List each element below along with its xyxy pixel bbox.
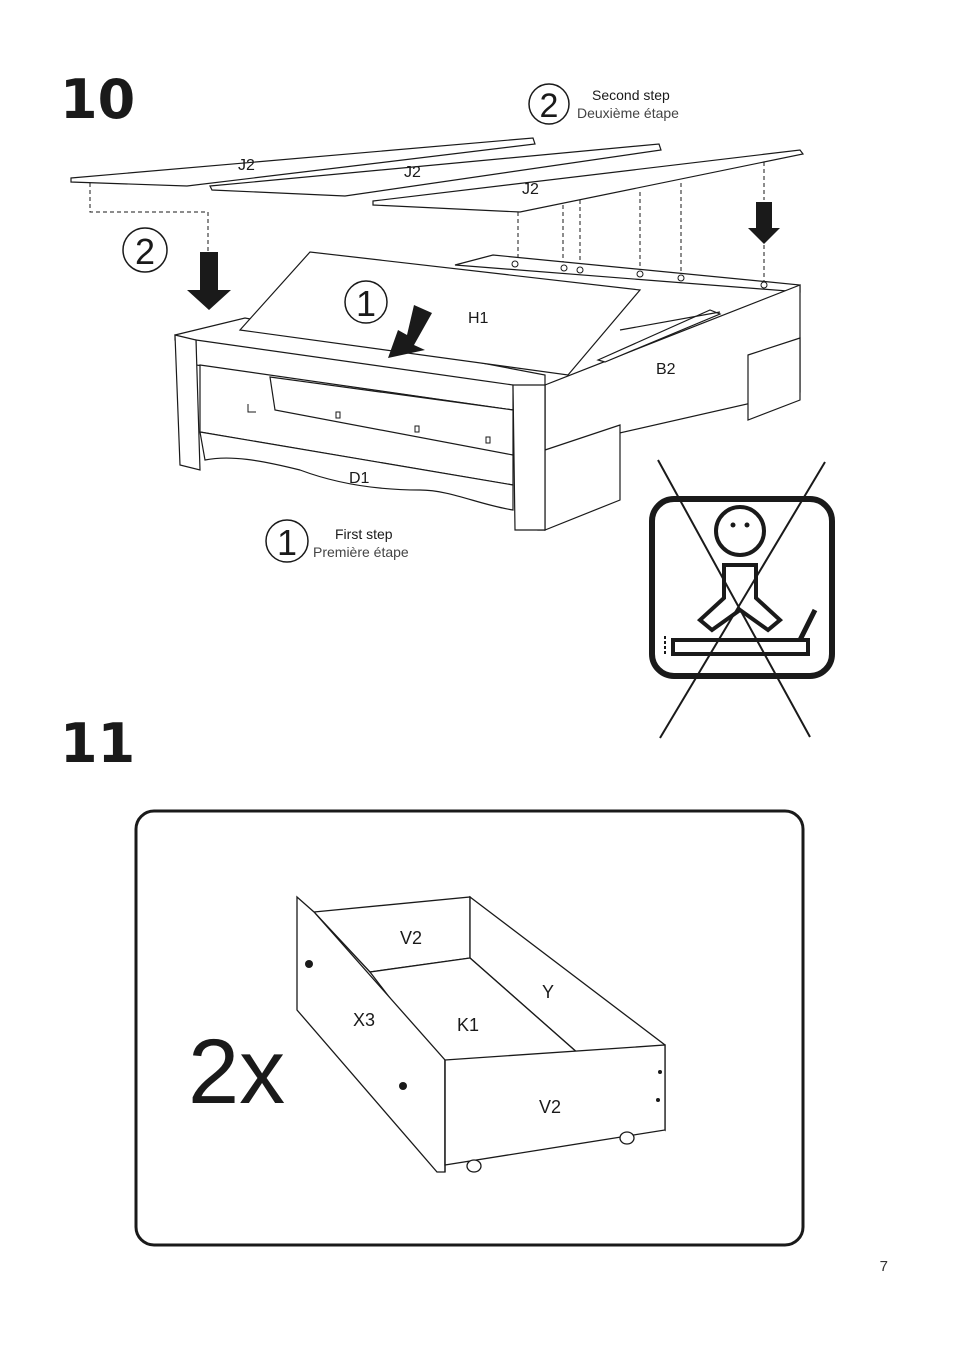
panel-h1-label: H1 — [468, 310, 489, 327]
bed-frame — [174, 254, 801, 531]
second-step-en: Second step — [592, 87, 670, 103]
multiplier-label: 2x — [188, 1021, 285, 1123]
first-step-legend: 1 First step Première étape — [265, 519, 409, 563]
marker-2-group: 2 — [122, 227, 168, 273]
second-step-marker: 2 — [540, 87, 559, 125]
panel-d1-label: D1 — [349, 470, 370, 487]
marker-1-group: 1 — [344, 280, 432, 358]
arrow-marker-1: 1 — [356, 283, 376, 324]
first-step-marker: 1 — [277, 522, 297, 563]
second-step-legend: 2 Second step Deuxième étape — [528, 83, 679, 125]
step-11-number: 11 — [60, 712, 135, 775]
down-arrow-icon — [187, 202, 780, 310]
drawer-fittings — [305, 960, 662, 1102]
part-y: Y — [542, 982, 554, 1002]
first-step-fr: Première étape — [313, 544, 409, 560]
first-step-en: First step — [335, 526, 393, 542]
panel-h1 — [238, 251, 642, 376]
panel-b2-label: B2 — [656, 361, 676, 378]
second-step-fr: Deuxième étape — [577, 105, 679, 121]
arrow-marker-2: 2 — [135, 231, 155, 272]
part-x3: X3 — [353, 1010, 375, 1030]
step-10-number: 10 — [60, 68, 135, 131]
board-j2-a: J2 — [238, 157, 255, 174]
guide-lines — [89, 162, 765, 282]
part-v2-front: V2 — [539, 1097, 561, 1117]
brackets — [247, 260, 768, 444]
board-j2-c: J2 — [522, 181, 539, 198]
boards-j2 — [70, 137, 805, 213]
diagonal-arrow-icon — [388, 305, 432, 358]
board-j2-b: J2 — [404, 164, 421, 181]
drawer — [296, 895, 666, 1173]
part-v2-back: V2 — [400, 928, 422, 948]
no-standing-on-bed-icon — [649, 459, 835, 739]
page-number: 7 — [879, 1258, 888, 1275]
part-k1: K1 — [457, 1015, 479, 1035]
